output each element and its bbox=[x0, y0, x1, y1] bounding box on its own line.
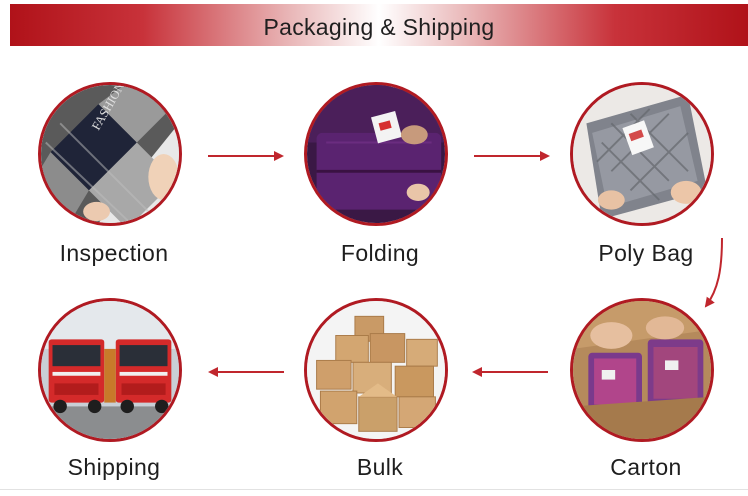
bottom-divider bbox=[0, 489, 748, 490]
bulk-photo bbox=[304, 298, 448, 442]
step-label-poly-bag: Poly Bag bbox=[598, 240, 694, 266]
carton-image bbox=[573, 301, 711, 439]
polybag-photo bbox=[570, 82, 714, 226]
polybag-image bbox=[573, 85, 711, 223]
folding-image bbox=[307, 85, 445, 223]
shipping-photo bbox=[38, 298, 182, 442]
inspection-photo: FASHION bbox=[38, 82, 182, 226]
step-label-folding: Folding bbox=[340, 240, 420, 266]
bulk-image bbox=[307, 301, 445, 439]
step-label-carton: Carton bbox=[610, 454, 682, 480]
carton-photo bbox=[570, 298, 714, 442]
step-label-bulk: Bulk bbox=[356, 454, 404, 480]
folding-photo bbox=[304, 82, 448, 226]
header-banner: Packaging & Shipping bbox=[10, 4, 748, 46]
step-label-inspection: Inspection bbox=[59, 240, 169, 266]
step-label-shipping: Shipping bbox=[67, 454, 161, 480]
inspection-image: FASHION bbox=[41, 85, 179, 223]
shipping-image bbox=[41, 301, 179, 439]
page-title: Packaging & Shipping bbox=[263, 14, 495, 40]
